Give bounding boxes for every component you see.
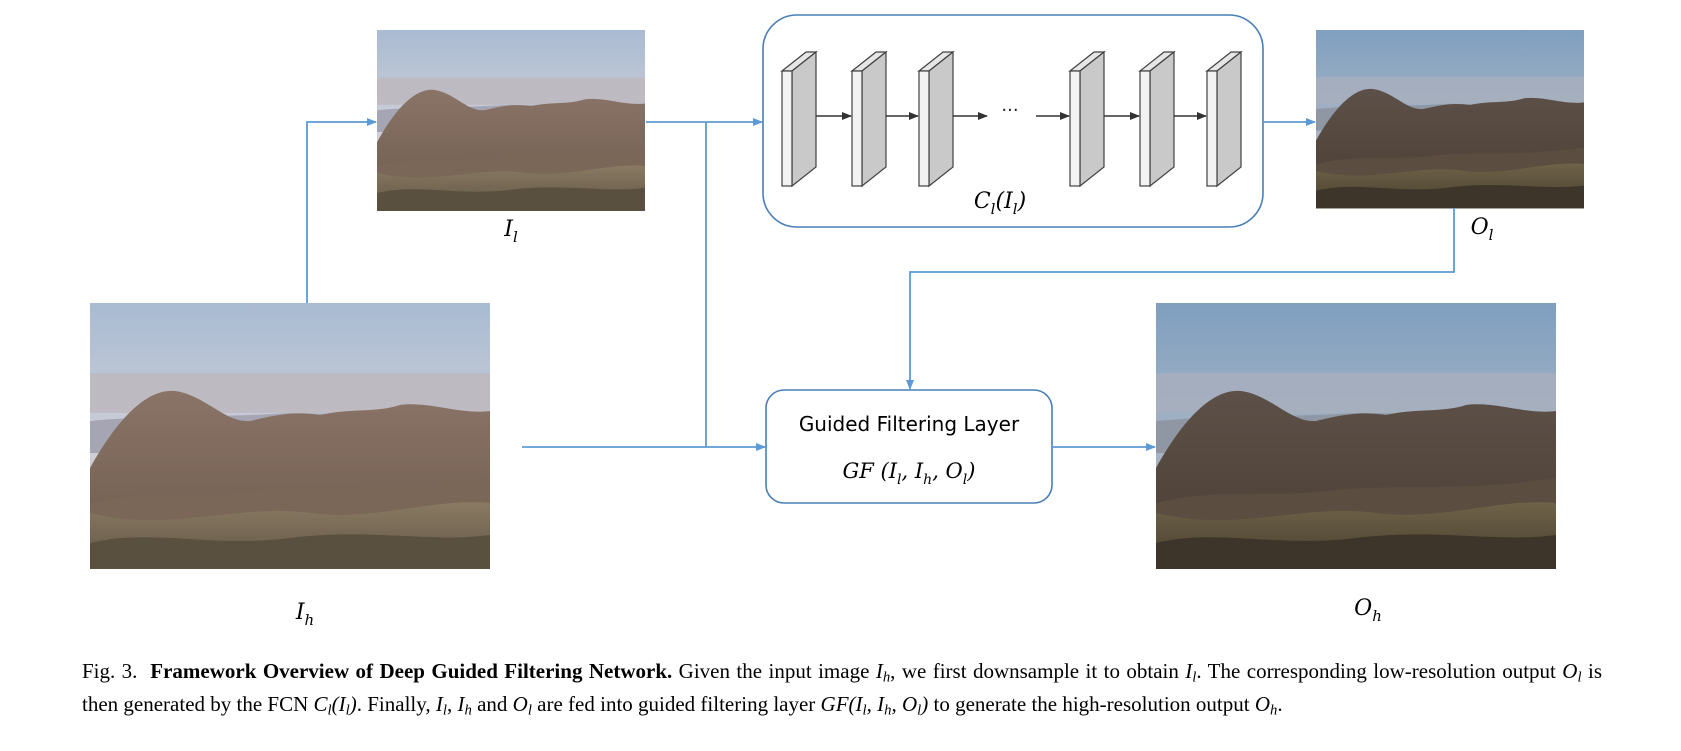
label-ih: Ih bbox=[295, 600, 314, 629]
guided-filtering-box bbox=[765, 389, 1053, 504]
caption-fig-number: Fig. 3. bbox=[82, 659, 138, 683]
output-image-high-res bbox=[1156, 303, 1556, 569]
caption-bold-title: Framework Overview of Deep Guided Filter… bbox=[150, 659, 673, 683]
ellipsis-label: ··· bbox=[1001, 100, 1018, 121]
label-cl: Cl(Il) bbox=[974, 189, 1026, 218]
input-image-low-res bbox=[377, 30, 645, 211]
label-ol: Ol bbox=[1471, 215, 1494, 244]
gf-box-formula: GF (Il, Ih, Ol) bbox=[843, 459, 976, 488]
figure-caption: Fig. 3. Framework Overview of Deep Guide… bbox=[82, 659, 1602, 719]
input-image-high-res bbox=[90, 303, 490, 569]
label-il: Il bbox=[503, 217, 518, 246]
label-oh: Oh bbox=[1354, 596, 1382, 625]
gf-box-title: Guided Filtering Layer bbox=[799, 412, 1020, 436]
framework-diagram: ··· Il Cl(Il) Ol Ih Oh Guided Filtering … bbox=[90, 14, 1584, 629]
fcn-box bbox=[762, 14, 1264, 228]
flow-arrows bbox=[306, 118, 1455, 451]
output-image-low-res bbox=[1316, 30, 1584, 209]
